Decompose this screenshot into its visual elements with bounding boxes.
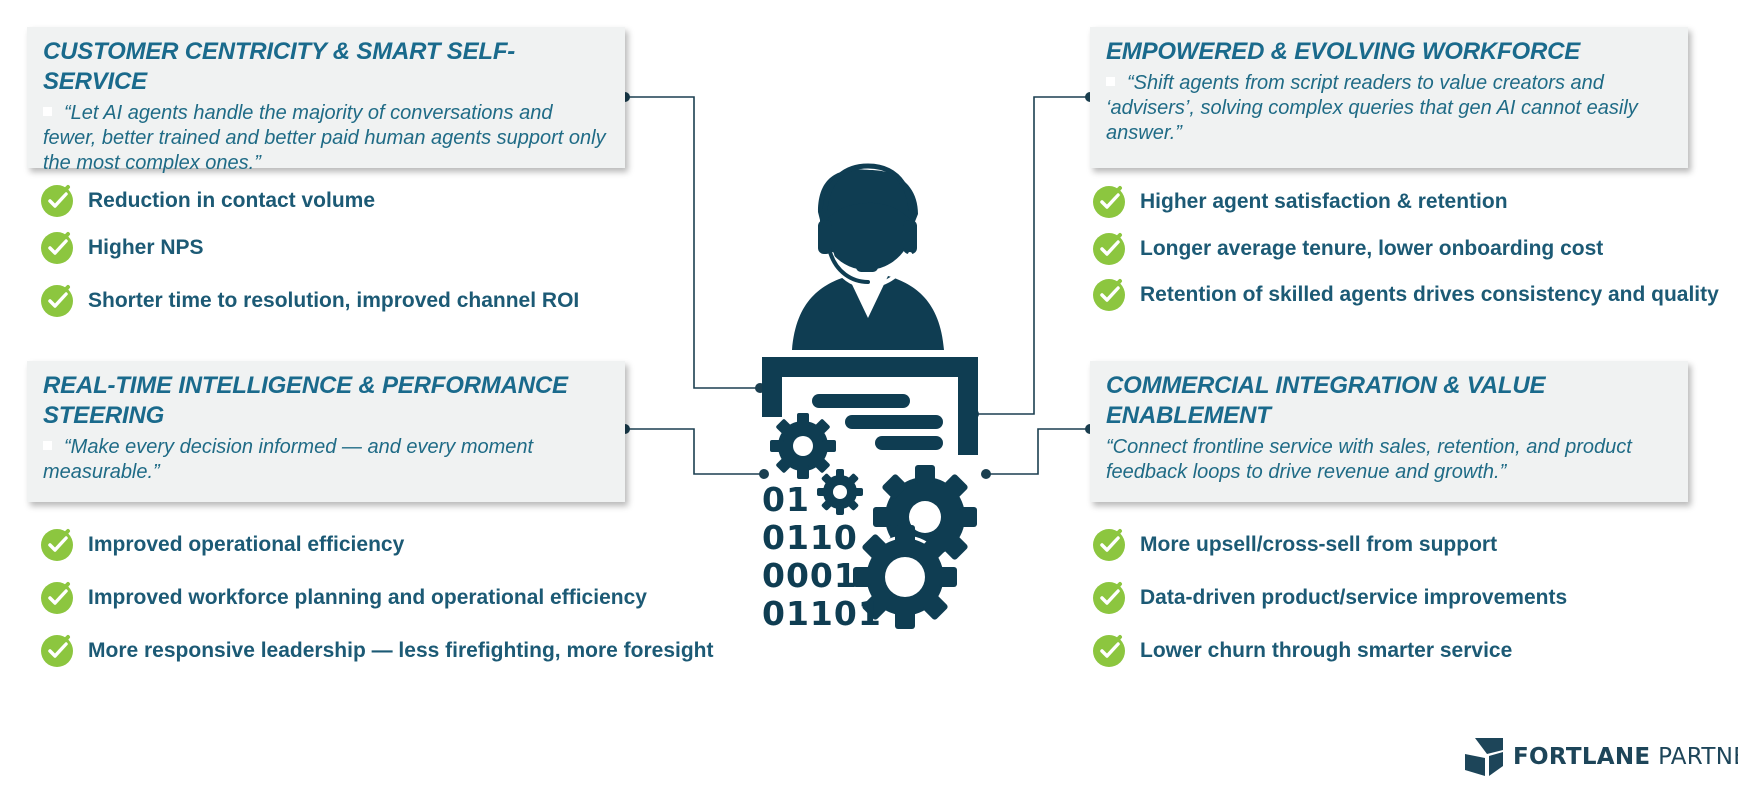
- card-customer-centricity: CUSTOMER CENTRICITY & SMART SELF-SERVICE…: [27, 27, 625, 174]
- card-title: CUSTOMER CENTRICITY & SMART SELF-SERVICE: [43, 38, 516, 95]
- benefit-text: Lower churn through smarter service: [1140, 639, 1513, 662]
- check-icon: [1093, 529, 1125, 561]
- card-quote: “Connect frontline service with sales, r…: [1106, 436, 1632, 483]
- check-icon: [41, 582, 73, 614]
- binary-line: 0001: [762, 556, 858, 595]
- card-quote: “Let AI agents handle the majority of co…: [43, 102, 606, 174]
- benefit-item: Improved operational efficiency: [40, 525, 404, 565]
- benefit-item: Improved workforce planning and operatio…: [40, 578, 647, 618]
- benefit-text: More responsive leadership — less firefi…: [88, 639, 714, 662]
- binary-line: 0110: [762, 518, 858, 557]
- benefit-text: Shorter time to resolution, improved cha…: [88, 289, 580, 312]
- check-icon: [1093, 635, 1125, 667]
- bullet-marker-icon: [43, 441, 52, 450]
- benefit-item: Longer average tenure, lower onboarding …: [1092, 229, 1603, 269]
- benefit-item: Shorter time to resolution, improved cha…: [40, 281, 579, 321]
- benefit-text: Higher NPS: [88, 236, 204, 259]
- bullet-marker-icon: [1106, 77, 1115, 86]
- fortlane-partners-logo: FORTLANE PARTNERS: [1463, 736, 1738, 778]
- check-icon: [41, 285, 73, 317]
- check-icon: [41, 185, 73, 217]
- logo-brand-strong: FORTLANE: [1513, 744, 1651, 770]
- benefit-text: Reduction in contact volume: [88, 189, 376, 212]
- benefit-item: Retention of skilled agents drives consi…: [1092, 275, 1719, 315]
- check-icon: [1093, 233, 1125, 265]
- cube-logo-icon: [1465, 738, 1503, 776]
- card-quote: “Make every decision informed — and ever…: [43, 436, 534, 483]
- benefit-item: Higher agent satisfaction & retention: [1092, 182, 1508, 222]
- benefit-item: Lower churn through smarter service: [1092, 631, 1512, 671]
- card-title: COMMERCIAL INTEGRATION & VALUE ENABLEMEN…: [1106, 372, 1546, 429]
- logo-text: FORTLANE PARTNERS: [1513, 744, 1738, 770]
- card-title: EMPOWERED & EVOLVING WORKFORCE: [1106, 38, 1581, 65]
- check-icon: [41, 232, 73, 264]
- card-commercial-integration: COMMERCIAL INTEGRATION & VALUE ENABLEMEN…: [1090, 361, 1688, 502]
- card-title: REAL-TIME INTELLIGENCE & PERFORMANCE STE…: [43, 372, 568, 429]
- card-real-time-intelligence: REAL-TIME INTELLIGENCE & PERFORMANCE STE…: [27, 361, 625, 502]
- card-quote: “Shift agents from script readers to val…: [1106, 72, 1638, 144]
- logo-brand-light: PARTNERS: [1658, 744, 1738, 770]
- benefit-text: Retention of skilled agents drives consi…: [1140, 283, 1719, 306]
- benefit-item: More responsive leadership — less firefi…: [40, 631, 713, 671]
- benefit-item: Reduction in contact volume: [40, 181, 375, 221]
- binary-line: 01: [762, 480, 810, 519]
- check-icon: [1093, 279, 1125, 311]
- check-icon: [1093, 186, 1125, 218]
- check-icon: [41, 529, 73, 561]
- benefit-item: Higher NPS: [40, 228, 204, 268]
- benefit-text: Higher agent satisfaction & retention: [1140, 190, 1508, 213]
- benefit-text: Improved workforce planning and operatio…: [88, 586, 647, 609]
- card-empowered-workforce: EMPOWERED & EVOLVING WORKFORCE “Shift ag…: [1090, 27, 1688, 168]
- check-icon: [41, 635, 73, 667]
- benefit-item: More upsell/cross-sell from support: [1092, 525, 1497, 565]
- binary-line: 01101: [762, 594, 882, 633]
- benefit-text: Data-driven product/service improvements: [1140, 586, 1568, 609]
- binary-digits: 01 0110 0001 01101: [762, 481, 882, 633]
- benefit-item: Data-driven product/service improvements: [1092, 578, 1567, 618]
- bullet-marker-icon: [43, 107, 52, 116]
- benefit-text: More upsell/cross-sell from support: [1140, 533, 1498, 556]
- check-icon: [1093, 582, 1125, 614]
- benefit-text: Improved operational efficiency: [88, 533, 405, 556]
- benefit-text: Longer average tenure, lower onboarding …: [1140, 237, 1604, 260]
